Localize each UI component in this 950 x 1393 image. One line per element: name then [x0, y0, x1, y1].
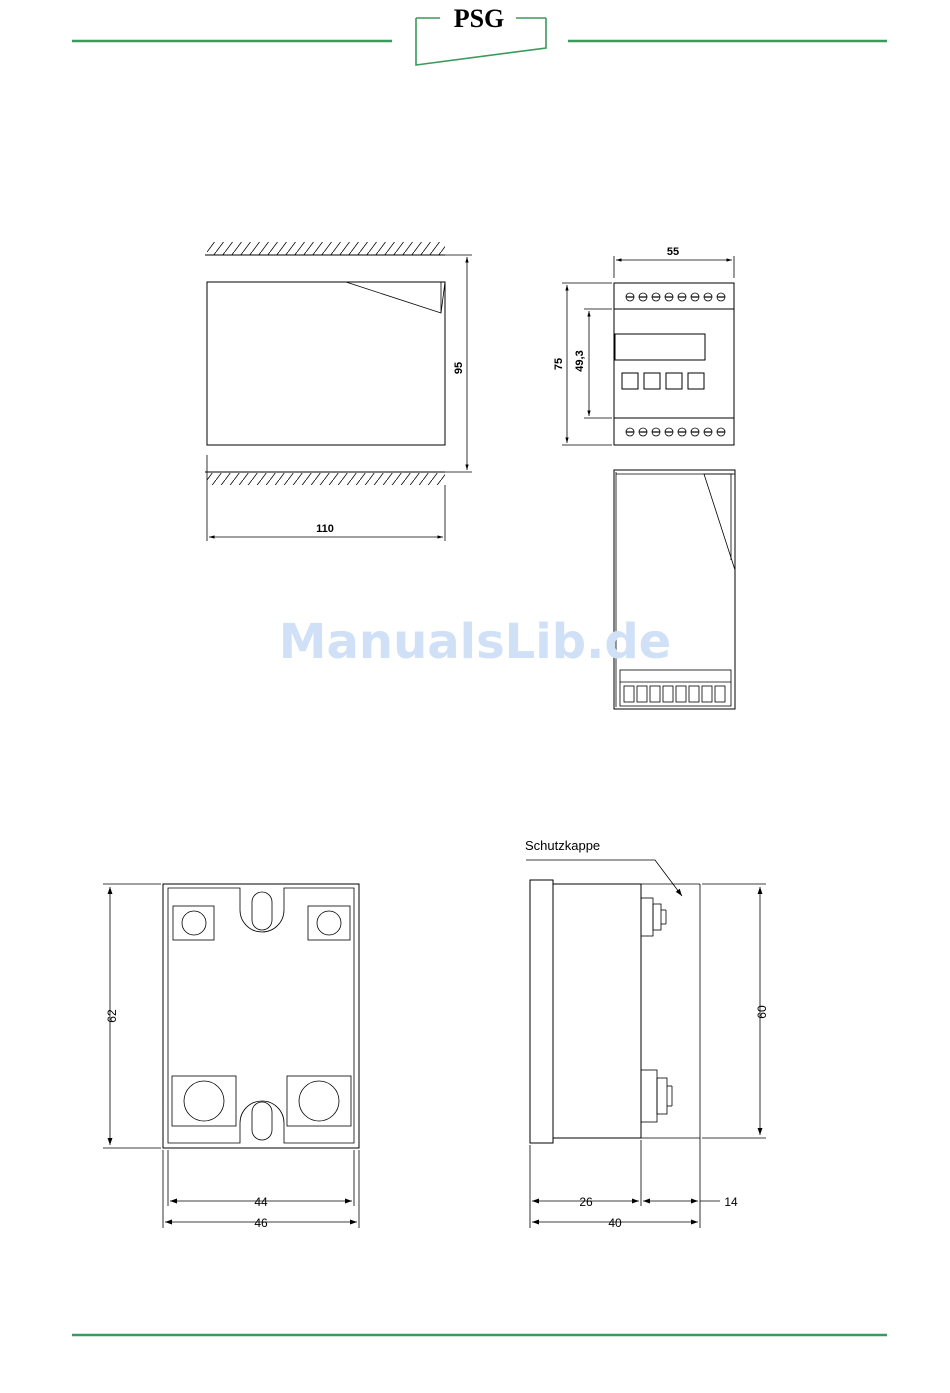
logo-text: PSG — [454, 4, 505, 33]
dim-label-62: 62 — [105, 1009, 119, 1023]
callout-schutzkappe: Schutzkappe — [525, 838, 600, 853]
front-view: 55 — [553, 246, 734, 445]
psg-logo: PSG — [416, 4, 546, 65]
terminal-screws-bottom — [626, 428, 725, 436]
device-base-inner — [168, 888, 354, 1143]
load-terminal-right — [287, 1076, 351, 1126]
device-body-front — [614, 283, 734, 445]
dim-label-49-3: 49,3 — [574, 350, 586, 371]
base-plate-profile — [530, 880, 553, 1143]
dim-label-95: 95 — [453, 362, 465, 374]
side-elevation — [614, 470, 735, 709]
side-view: 95 110 — [205, 242, 472, 541]
front-key-1 — [622, 373, 638, 389]
dim-label-46: 46 — [254, 1216, 268, 1230]
dim-label-110: 110 — [316, 523, 334, 535]
dim-label-26: 26 — [579, 1195, 593, 1209]
mounting-slot-bottom — [252, 1102, 272, 1140]
header: PSG — [72, 4, 887, 65]
device-base-outer — [163, 884, 359, 1148]
bottom-view: 62 44 46 — [103, 884, 359, 1230]
device-body-side — [207, 282, 445, 445]
wall-hatch-top — [207, 242, 445, 255]
device-label-flap — [346, 282, 445, 313]
screw-top — [641, 898, 666, 936]
dim-label-55: 55 — [667, 246, 679, 258]
display-window — [615, 334, 705, 360]
device-body-elevation — [614, 470, 735, 709]
dim-label-14: 14 — [724, 1195, 738, 1209]
dim-label-60: 60 — [755, 1005, 769, 1019]
dim-label-44: 44 — [254, 1195, 268, 1209]
screw-bottom — [641, 1070, 672, 1122]
callout-leader — [526, 860, 682, 896]
front-key-2 — [644, 373, 660, 389]
load-terminal-left — [172, 1076, 236, 1126]
front-key-3 — [666, 373, 682, 389]
terminal-screws-top — [626, 293, 725, 301]
terminal-slots — [624, 686, 725, 702]
dim-label-40: 40 — [608, 1216, 622, 1230]
mounting-slot-top — [252, 892, 272, 930]
dim-label-75: 75 — [553, 358, 565, 370]
profile-view: Schutzkappe 60 — [525, 838, 769, 1230]
watermark: ManualsLib.de — [279, 614, 671, 670]
front-key-4 — [688, 373, 704, 389]
wall-hatch-bottom — [207, 473, 445, 485]
